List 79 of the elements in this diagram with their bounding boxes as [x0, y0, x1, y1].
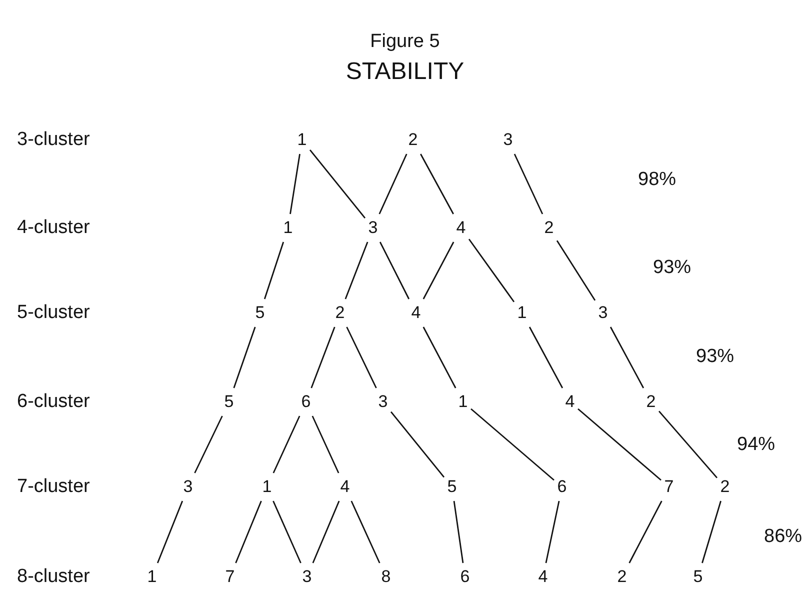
connector-line: [420, 154, 454, 214]
rank-number: 3: [375, 392, 391, 412]
connector-line: [312, 500, 340, 564]
connector-line: [264, 242, 284, 300]
connector-line: [545, 500, 560, 564]
connector-line: [378, 154, 408, 214]
rank-number: 2: [405, 130, 421, 150]
rank-number: 1: [144, 567, 160, 587]
percentage-label: 98%: [638, 168, 676, 192]
connector-line: [470, 408, 554, 481]
connector-line: [702, 500, 722, 564]
rank-number: 5: [444, 477, 460, 497]
figure-title: STABILITY: [344, 58, 466, 86]
connector-line: [156, 500, 184, 564]
connector-line: [235, 500, 262, 564]
connector-line: [528, 326, 564, 388]
rank-number: 4: [337, 477, 353, 497]
connector-line: [272, 500, 302, 564]
connector-line: [610, 326, 644, 388]
connector-line: [350, 500, 380, 564]
rank-number: 3: [180, 477, 196, 497]
connector-line: [658, 410, 718, 478]
rank-number: 3: [595, 303, 611, 323]
row-label: 3-cluster: [17, 128, 90, 152]
percentage-label: 93%: [696, 345, 734, 369]
rank-number: 1: [455, 392, 471, 412]
connector-line: [379, 242, 410, 300]
rank-number: 2: [717, 477, 733, 497]
connector-line: [422, 242, 454, 300]
rank-number: 8: [378, 567, 394, 587]
connector-line: [233, 326, 256, 388]
percentage-label: 94%: [737, 433, 776, 457]
connector-line: [578, 408, 662, 481]
percentage-label: 86%: [764, 525, 802, 549]
rank-number: 5: [221, 392, 237, 412]
connector-line: [453, 500, 464, 564]
row-label: 4-cluster: [17, 216, 90, 240]
rank-number: 6: [554, 477, 570, 497]
row-label: 8-cluster: [17, 565, 90, 589]
connector-line: [346, 326, 377, 388]
figure-number: Figure 5: [369, 30, 441, 54]
connector-line: [310, 326, 336, 388]
rank-number: 6: [298, 392, 314, 412]
rank-number: 4: [408, 303, 424, 323]
rank-number: 4: [453, 218, 469, 238]
connector-line: [556, 240, 596, 301]
connector-line: [272, 416, 300, 474]
connector-line: [468, 238, 515, 302]
connector-line: [194, 416, 223, 474]
rank-number: 5: [690, 567, 706, 587]
connector-line: [290, 154, 300, 214]
rank-number: 2: [541, 218, 557, 238]
rank-number: 1: [294, 130, 310, 150]
rank-number: 2: [332, 303, 348, 323]
rank-number: 1: [259, 477, 275, 497]
connector-line: [514, 154, 544, 214]
row-label: 6-cluster: [17, 390, 90, 414]
row-label: 5-cluster: [17, 301, 90, 325]
connector-line: [309, 149, 366, 219]
connector-line: [422, 326, 456, 388]
connector-line: [312, 416, 340, 474]
connector-line: [390, 411, 445, 478]
rank-number: 4: [535, 567, 551, 587]
rank-number: 2: [614, 567, 630, 587]
rank-number: 2: [643, 392, 659, 412]
rank-number: 1: [280, 218, 296, 238]
connector-line: [344, 242, 368, 300]
row-label: 7-cluster: [17, 475, 90, 499]
rank-number: 7: [661, 477, 677, 497]
rank-number: 6: [457, 567, 473, 587]
connector-line: [628, 500, 662, 564]
rank-number: 3: [365, 218, 381, 238]
rank-number: 4: [562, 392, 578, 412]
rank-number: 5: [252, 303, 268, 323]
rank-number: 1: [514, 303, 530, 323]
rank-number: 7: [222, 567, 238, 587]
rank-number: 3: [299, 567, 315, 587]
percentage-label: 93%: [653, 256, 692, 280]
rank-number: 3: [500, 130, 516, 150]
